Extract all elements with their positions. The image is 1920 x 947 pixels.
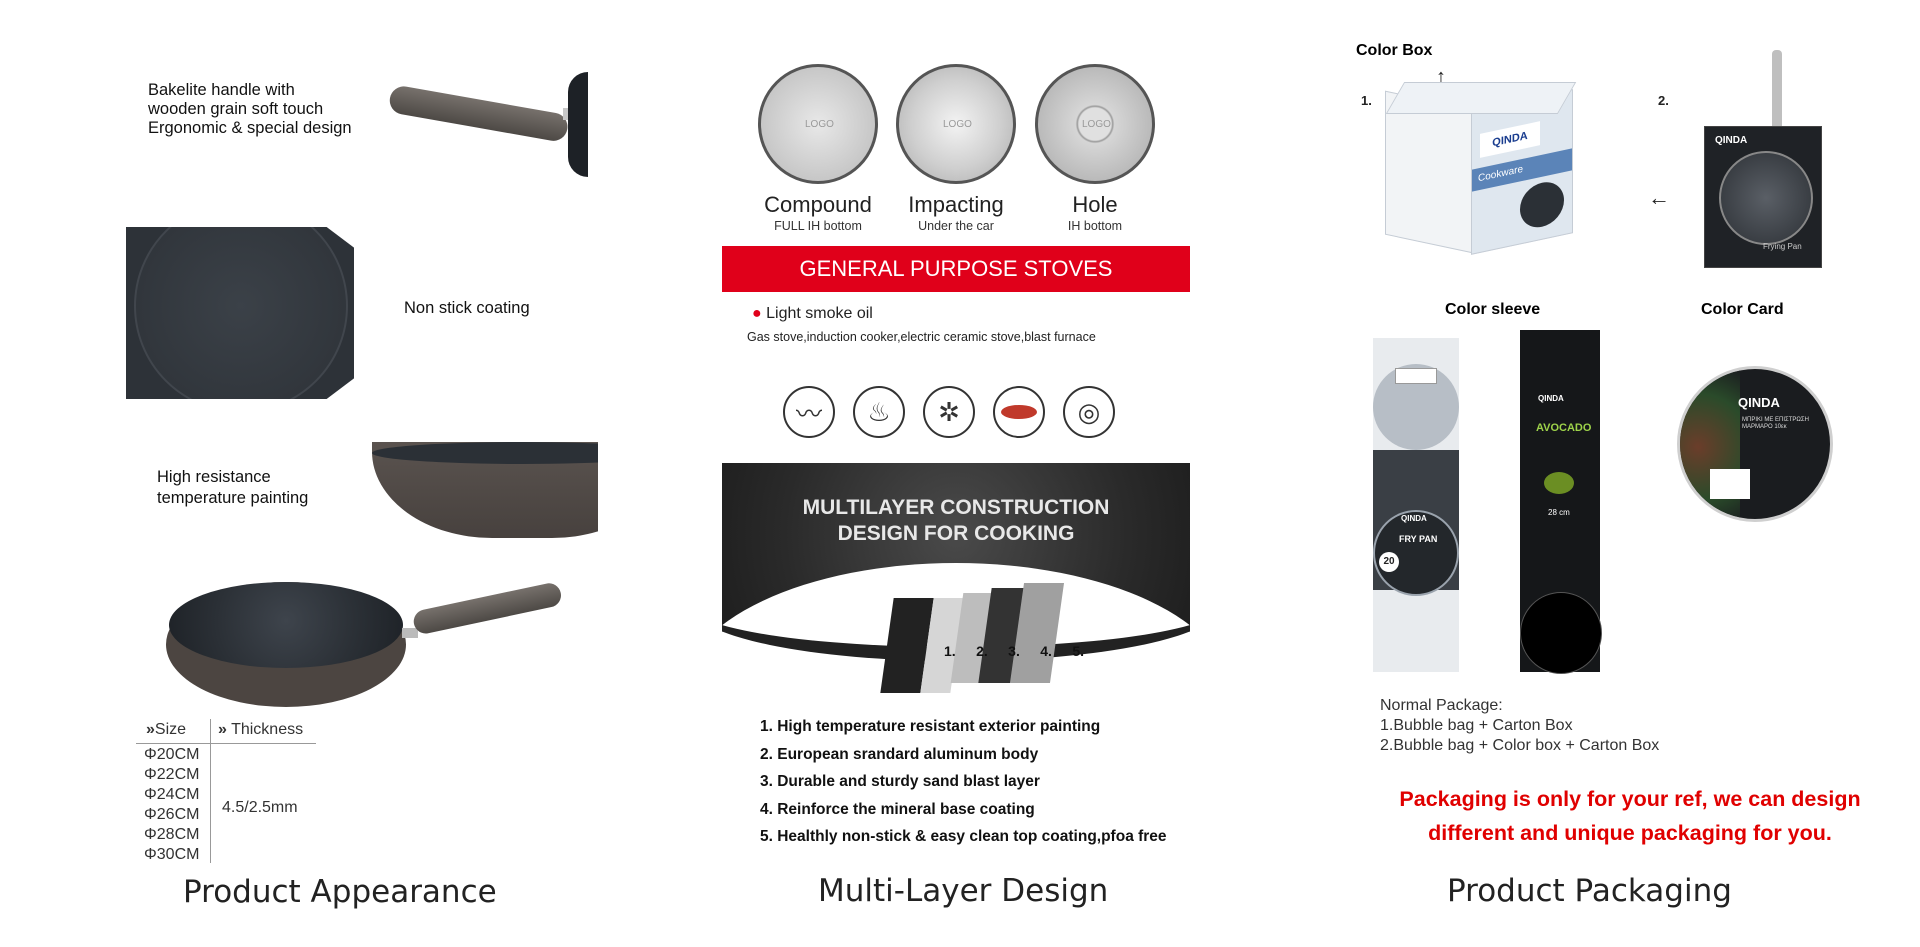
compound-bottom-image: LOGO: [758, 64, 878, 184]
construction-title: DESIGN FOR COOKING: [837, 522, 1075, 545]
color-card-image: QINDA ΜΠΡΙΚΙ ΜΕ ΕΠΙΣΤΡΩΣΗ ΜΑΡΜΑΡΟ 10εκ: [1677, 366, 1833, 522]
stoves-text: Gas stove,induction cooker,electric cera…: [747, 330, 1096, 344]
thickness-header: » Thickness: [218, 721, 304, 738]
gas-burner-icon: ✲: [923, 386, 975, 438]
size-item: Φ30CM: [144, 846, 200, 863]
size-list: Φ20CM Φ22CM Φ24CM Φ26CM Φ28CM Φ30CM: [144, 745, 199, 865]
induction-coil-icon: 〰: [783, 386, 835, 438]
bottom-sub: IH bottom: [1067, 219, 1123, 233]
bottom-sub: Under the car: [918, 219, 994, 233]
hole-bottom-image: LOGO: [1035, 64, 1155, 184]
bottom-name: Hole: [1072, 192, 1118, 217]
coating-image: [126, 227, 354, 399]
size-item: Φ22CM: [144, 766, 200, 783]
frying-pan-image: [166, 578, 566, 708]
layer-item: 5. Healthly non-stick & easy clean top c…: [760, 828, 1167, 845]
layer-item: 1. High temperature resistant exterior p…: [760, 718, 1101, 735]
stoves-banner: GENERAL PURPOSE STOVES: [722, 246, 1190, 292]
layer-number-labels: 1. 2. 3. 4. 5.: [944, 643, 1084, 659]
package-number: 1.: [1361, 93, 1372, 108]
layer-item: 3. Durable and sturdy sand blast layer: [760, 773, 1040, 790]
size-table: »Size » Thickness Φ20CM Φ22CM Φ24CM Φ26C…: [136, 719, 316, 863]
bottom-sub: FULL IH bottom: [774, 219, 862, 233]
painting-image: [372, 442, 598, 538]
arrow-left-icon: ←: [1648, 185, 1670, 210]
color-box-image: QINDA Cookware: [1385, 82, 1585, 255]
construction-image: MULTILAYER CONSTRUCTION DESIGN FOR COOKI…: [722, 463, 1190, 699]
layer-list: 1. High temperature resistant exterior p…: [760, 713, 1167, 851]
size-item: Φ26CM: [144, 806, 200, 823]
color-card-label: Color Card: [1701, 301, 1784, 318]
multilayer-caption: Multi-Layer Design: [818, 873, 1109, 909]
arrow-up-icon: ↑: [1436, 66, 1446, 88]
layer-item: 4. Reinforce the mineral base coating: [760, 800, 1035, 818]
package-number: 2.: [1658, 93, 1669, 108]
electric-hob-icon: ◎: [1063, 386, 1115, 438]
layer-item: 2. European srandard aluminum body: [760, 745, 1039, 763]
color-box-label: Color Box: [1356, 42, 1433, 59]
color-sleeve-1-image: FRY PAN 20 QINDA: [1373, 338, 1459, 672]
size-item: Φ24CM: [144, 786, 200, 803]
packaging-caption: Product Packaging: [1447, 873, 1732, 909]
impacting-bottom-image: LOGO: [896, 64, 1016, 184]
size-header: »Size: [146, 721, 187, 738]
thickness-value: 4.5/2.5mm: [222, 799, 298, 816]
handle-image: [387, 72, 598, 177]
appearance-caption: Product Appearance: [183, 874, 497, 910]
normal-package-text: Normal Package: 1.Bubble bag + Carton Bo…: [1380, 697, 1660, 754]
bottom-name: Impacting: [908, 192, 1004, 217]
feature-coating-text: Non stick coating: [404, 299, 530, 317]
bottom-name: Compound: [764, 192, 872, 217]
frypan-box-image: QINDA Frying Pan: [1702, 50, 1822, 270]
feature-handle-text: Bakelite handle with wooden grain soft t…: [148, 81, 352, 137]
size-item: Φ20CM: [144, 746, 200, 763]
color-sleeve-2-image: QINDA AVOCADO 28 cm: [1520, 330, 1602, 674]
packaging-notice: Packaging is only for your ref, we can d…: [1399, 787, 1861, 845]
feature-painting-text: High resistance temperature painting: [157, 468, 309, 507]
smoke-oil-bullet: ● Light smoke oil: [752, 305, 873, 322]
ceramic-plate-icon: [993, 386, 1045, 438]
color-sleeve-label: Color sleeve: [1445, 301, 1541, 318]
flame-icon: ♨: [853, 386, 905, 438]
construction-title: MULTILAYER CONSTRUCTION: [802, 496, 1110, 519]
size-item: Φ28CM: [144, 826, 200, 843]
